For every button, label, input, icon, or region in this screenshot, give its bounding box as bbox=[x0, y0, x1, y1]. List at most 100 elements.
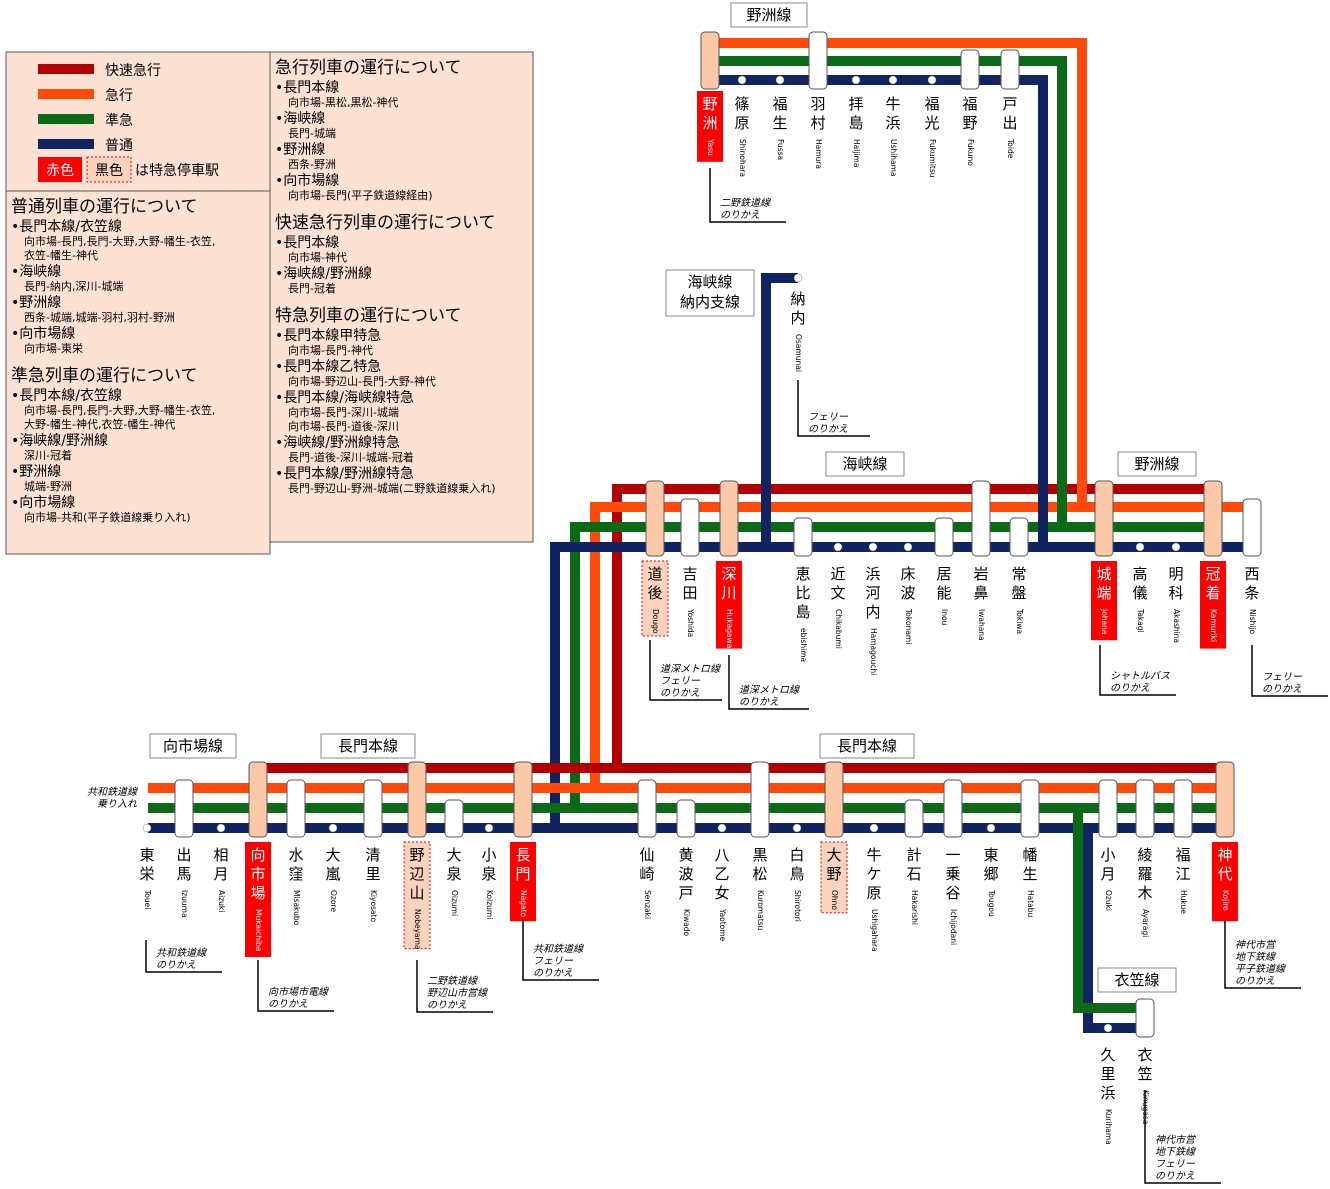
station-roma: Ichijodani bbox=[949, 909, 958, 945]
station-name: 居能 bbox=[936, 565, 951, 602]
info-route: 長門-道後-深川-城端-冠着 bbox=[288, 450, 414, 464]
station-roma: Nishijo bbox=[1248, 609, 1257, 635]
station-roma: Dougo bbox=[651, 609, 660, 634]
station-name: 小月 bbox=[1100, 846, 1115, 883]
station-highlight-red bbox=[716, 561, 742, 649]
station-marker bbox=[1135, 542, 1145, 552]
station-highlight-black bbox=[641, 560, 669, 637]
info-route: 向市場-長門,長門-大野,大野-幡生-衣笠, bbox=[24, 234, 215, 248]
legend-black-sample bbox=[86, 156, 132, 183]
info-line-name: •海峡線 bbox=[11, 264, 61, 280]
station-name: 長門 bbox=[515, 846, 530, 883]
station-roma: Tokiwa bbox=[1015, 608, 1024, 634]
station-marker bbox=[717, 823, 727, 833]
legend-label: 急行 bbox=[105, 88, 133, 104]
note-text: 共和鉄道線乗り入れ bbox=[87, 786, 138, 810]
transfer-note: 共和鉄道線乗り入れ bbox=[87, 786, 138, 810]
transfer-note: 道深メトロ線のりかえ bbox=[728, 655, 809, 710]
station-name: 東栄 bbox=[139, 846, 154, 883]
station-name: 野洲 bbox=[702, 95, 717, 132]
info-route: 向市場-長門(平子鉄道線経由) bbox=[288, 188, 433, 202]
station-roma: Iwahana bbox=[977, 609, 986, 641]
legend-label: 準急 bbox=[105, 113, 133, 129]
station-roma: Ushihama bbox=[889, 139, 898, 177]
station-marker bbox=[903, 542, 913, 552]
station-name: 高儀 bbox=[1132, 565, 1147, 602]
station-marker bbox=[719, 480, 739, 557]
info-line-name: •海峡線 bbox=[275, 111, 325, 127]
note-text: 二野鉄道線のりかえ bbox=[720, 197, 771, 221]
station-marker bbox=[1171, 542, 1181, 552]
line-label: 向市場線 bbox=[149, 733, 237, 759]
station-name: 野辺山 bbox=[409, 846, 424, 902]
station-highlight-black bbox=[403, 841, 431, 950]
station-name: 久里浜 bbox=[1100, 1046, 1115, 1102]
station-marker bbox=[1215, 761, 1235, 838]
station-roma: Tougou bbox=[987, 889, 996, 917]
station: 西条 Nishijo bbox=[1244, 565, 1259, 635]
station-marker bbox=[637, 779, 657, 838]
station-roma: Johana bbox=[1100, 608, 1109, 635]
station-marker bbox=[904, 799, 924, 838]
transfer-note: フェリーのりかえ bbox=[1251, 645, 1328, 697]
info-heading: 準急列車の運行について bbox=[11, 366, 198, 386]
station-marker bbox=[868, 542, 878, 552]
line-label: 野洲線 bbox=[1117, 451, 1197, 477]
info-route: 向市場-黒松,黒松-神代 bbox=[288, 95, 398, 109]
station-marker bbox=[248, 761, 268, 838]
station-roma: Chikabumi bbox=[834, 609, 843, 649]
station-name: 近文 bbox=[830, 565, 845, 602]
station-marker bbox=[444, 799, 464, 838]
station-roma: Izuuma bbox=[180, 890, 189, 918]
info-line-name: •野洲線 bbox=[11, 295, 61, 311]
station-name: 小泉 bbox=[481, 846, 496, 883]
station-marker bbox=[1173, 779, 1193, 838]
line-label: 長門本線 bbox=[320, 733, 416, 759]
station-name: 吉田 bbox=[682, 565, 697, 602]
station-marker bbox=[986, 823, 996, 833]
station-roma: Hamura bbox=[814, 139, 823, 169]
transfer-note: シャトルバスのりかえ bbox=[1099, 645, 1176, 696]
station-highlight-red bbox=[245, 842, 271, 957]
station-name: 納内 bbox=[790, 290, 805, 327]
legend-red-label: 赤色 bbox=[46, 162, 74, 179]
legend-label: 普通 bbox=[105, 138, 133, 154]
station-marker bbox=[286, 779, 306, 838]
station-name: 戸出 bbox=[1002, 95, 1017, 132]
info-route: 長門-納内,深川-城端 bbox=[24, 279, 123, 293]
transfer-note: フェリーのりかえ bbox=[797, 380, 870, 437]
info-line-name: •向市場線 bbox=[11, 325, 75, 342]
line-label: 海峡線納内支線 bbox=[665, 269, 755, 317]
station-name: 西条 bbox=[1244, 565, 1259, 602]
legend-stop-note: は特急停車駅 bbox=[135, 162, 219, 179]
station-roma: Oizumi bbox=[450, 890, 459, 916]
svg-text:野洲線: 野洲線 bbox=[746, 6, 791, 24]
info-route: 向市場-長門-道後-深川 bbox=[288, 419, 399, 433]
station-name: 大泉 bbox=[446, 846, 461, 883]
station-roma: Kurihama bbox=[1104, 1109, 1113, 1145]
info-line-name: •野洲線 bbox=[275, 142, 325, 158]
station-roma: Shinohara bbox=[738, 139, 747, 177]
station-roma: Ozuki bbox=[1104, 890, 1113, 911]
note-text: 道深メトロ線のりかえ bbox=[739, 684, 800, 708]
station-roma: Yaotome bbox=[718, 908, 727, 942]
info-line-name: •長門本線乙特急 bbox=[275, 359, 381, 375]
station-roma: Hukagawa bbox=[725, 609, 734, 648]
station-name: 道後 bbox=[647, 565, 662, 602]
